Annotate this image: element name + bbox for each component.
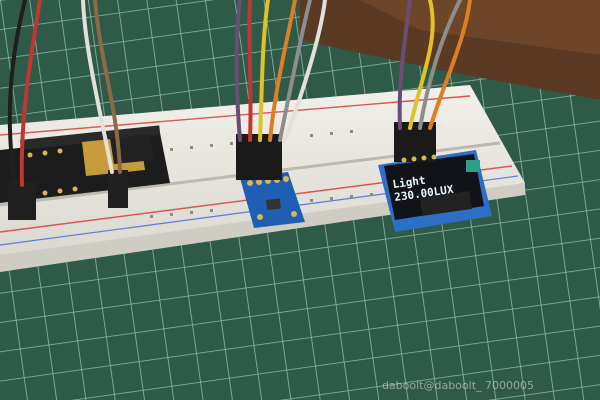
nodemcu-wires [7,0,122,187]
oled-line-light: Light [392,174,427,191]
sensor-wires [234,0,327,142]
oled-module [378,122,492,232]
oled-wires [397,0,472,130]
light-sensor-module [236,134,305,228]
photo-watermark: daboolt@daboolt_ 7000005 [381,379,534,392]
